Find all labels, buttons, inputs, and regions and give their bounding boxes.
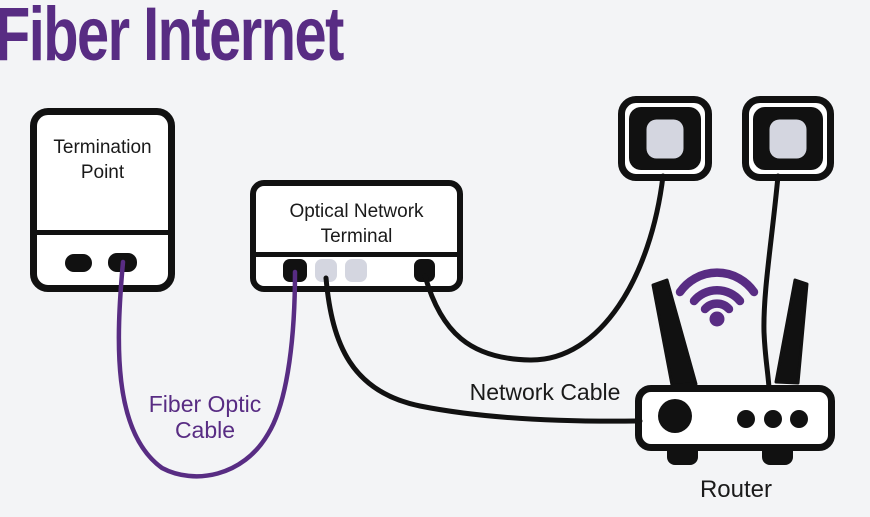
ont-port-4 — [414, 259, 435, 282]
wall-outlet-2-jack — [769, 119, 807, 158]
ont-port-2 — [315, 259, 337, 282]
termination-point-label: Termination Point — [53, 137, 152, 183]
router-led-3 — [790, 410, 808, 428]
router-box — [635, 385, 835, 451]
network-cable-outlet-to-router — [761, 173, 781, 391]
optical-network-terminal-label: Optical Network Terminal — [289, 201, 424, 247]
router-label: Router — [699, 476, 773, 503]
optical-network-terminal-box: Optical Network Terminal — [250, 180, 463, 292]
wall-outlet-2 — [742, 96, 834, 181]
fiber-optic-cable-label-line1: Fiber Optic — [148, 391, 262, 417]
fiber-optic-cable-label: Fiber Optic Cable — [115, 391, 295, 443]
wall-outlet-1 — [618, 96, 712, 181]
termination-point-port-2 — [108, 253, 137, 272]
ont-fiber-port — [283, 259, 307, 282]
router-led-1 — [737, 410, 755, 428]
fiber-optic-cable-label-line2: Cable — [174, 417, 236, 443]
network-cable-label: Network Cable — [469, 379, 621, 405]
termination-point-box: Termination Point — [30, 108, 175, 292]
ont-port-3 — [345, 259, 367, 282]
ont-divider — [256, 252, 457, 257]
router-antenna-right — [774, 278, 809, 385]
termination-point-divider — [37, 230, 168, 235]
wall-outlet-1-jack — [646, 119, 684, 158]
router-antenna-left — [651, 278, 698, 387]
router-power-led — [658, 399, 692, 433]
fiber-optic-cable — [116, 259, 298, 479]
router-led-2 — [764, 410, 782, 428]
termination-point-port-1 — [65, 254, 92, 272]
wifi-icon — [675, 268, 759, 327]
page-title: Fiber Internet — [0, 0, 344, 77]
